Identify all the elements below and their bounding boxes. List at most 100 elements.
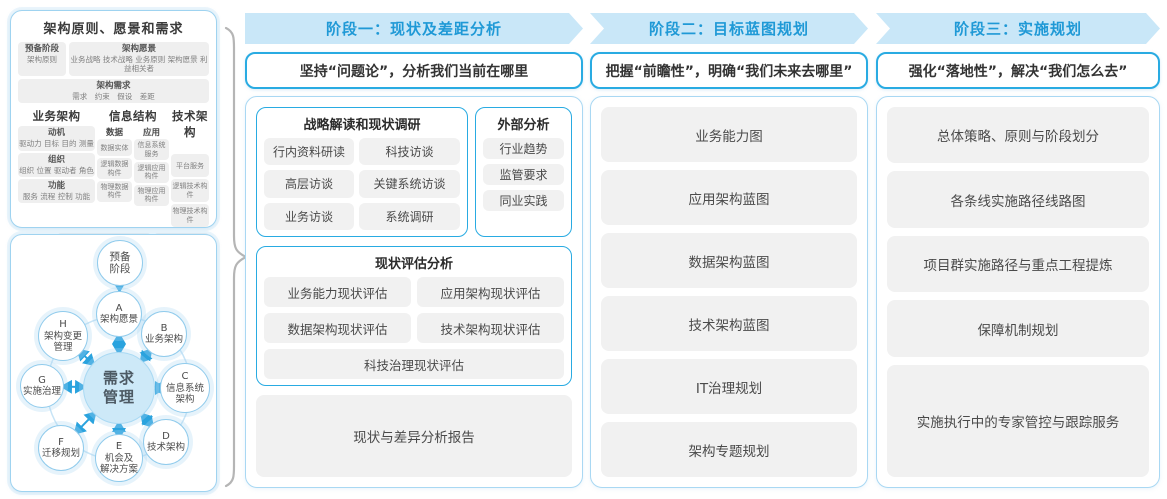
biz-function-box: 功能 服务 流程 控制 功能 (18, 179, 95, 204)
node-a-label: 架构愿景 (99, 314, 138, 326)
information-structure-title: 信息结构 (109, 109, 157, 124)
node-prep-line1: 预备 (109, 250, 131, 263)
phase-item: 业务能力图 (601, 107, 857, 162)
strategy-research-group: 战略解读和现状调研 行内资料研读 科技访谈 高层访谈 关键系统访谈 业务访谈 系… (256, 107, 468, 237)
current-assessment-group: 现状评估分析 业务能力现状评估 应用架构现状评估 数据架构现状评估 技术架构现状… (256, 246, 572, 386)
business-arch-column: 业务架构 动机 驱动力 目标 目的 测量 组织 组织 位置 驱动者 角色 功能 … (18, 107, 95, 229)
arch-row-prep-vision: 预备阶段 架构原则 架构愿景 业务战略 技术战略 业务原则 架构愿景 利益相关者 (18, 42, 209, 76)
technical-arch-column: 技术架构 平台服务 逻辑技术构件 物理技术构件 (171, 107, 209, 229)
node-d-letter: D (162, 430, 170, 442)
phase-item: 行内资料研读 (264, 138, 355, 166)
phase-item: 架构专题规划 (601, 422, 857, 477)
phase-item: 业务能力现状评估 (264, 277, 411, 307)
phase-item: 实施执行中的专家管控与跟踪服务 (887, 364, 1149, 477)
phase-item: 高层访谈 (264, 170, 355, 198)
node-b-business: B 业务架构 (141, 311, 187, 357)
data-entity-box: 数据实体 (97, 139, 132, 157)
node-a-vision: A 架构愿景 (96, 291, 142, 337)
phase2-content: 业务能力图 应用架构蓝图 数据架构蓝图 技术架构蓝图 IT治理规划 架构专题规划 (590, 96, 868, 488)
information-structure-column: 信息结构 数据 数据实体 逻辑数据构件 物理数据构件 应用 信息系统服务 逻辑应… (97, 107, 169, 229)
external-analysis-title: 外部分析 (497, 118, 550, 133)
phase-item: 保障机制规划 (887, 300, 1149, 357)
phase-item: 监管要求 (483, 164, 564, 185)
business-arch-title: 业务架构 (32, 109, 81, 124)
phase-item: 业务访谈 (264, 202, 355, 230)
technical-arch-title: 技术架构 (172, 109, 208, 140)
node-h-change: H 架构变更 管理 (38, 311, 88, 361)
node-prep-phase: 预备 阶段 (97, 240, 143, 286)
phase1-content: 战略解读和现状调研 行内资料研读 科技访谈 高层访谈 关键系统访谈 业务访谈 系… (245, 96, 583, 488)
logical-tech-box: 逻辑技术构件 (171, 179, 209, 203)
node-e-label2: 解决方案 (99, 463, 138, 475)
phase-item: 科技治理现状评估 (264, 349, 564, 379)
arch-row-requirement: 架构需求 需求 约束 假设 差距 (18, 78, 209, 104)
phase-item: 数据架构现状评估 (264, 313, 411, 343)
data-subcolumn-title: 数据 (105, 128, 123, 139)
arrow-center-f (73, 410, 97, 436)
node-a-letter: A (115, 302, 123, 314)
adm-cycle-panel: 预备 阶段 A 架构愿景 B 业务架构 C 信息系统 架构 D 技术架构 E 机… (10, 234, 217, 492)
phase3-column: 阶段三：实施规划 强化“落地性”，解决“我们怎么去” 总体策略、原则与阶段划分 … (876, 13, 1160, 488)
node-c-label1: 信息系统 (165, 382, 204, 394)
app-subcolumn: 应用 信息系统服务 逻辑应用构件 物理应用构件 (134, 126, 169, 207)
arch-requirement-title: 架构需求 (96, 80, 131, 91)
phase-item: 各条线实施路径线路图 (887, 171, 1149, 228)
phase3-header-band: 阶段三：实施规划 (876, 13, 1160, 44)
phase-item: 技术架构蓝图 (601, 296, 857, 351)
center-line1: 需求 (102, 369, 135, 388)
arch-vision-title: 架构愿景 (121, 44, 156, 54)
phase1-column: 阶段一：现状及差距分析 坚持“问题论”，分析我们当前在哪里 战略解读和现状调研 … (245, 13, 583, 488)
phase3-content: 总体策略、原则与阶段划分 各条线实施路径线路图 项目群实施路径与重点工程提炼 保… (876, 96, 1160, 488)
node-g-label: 实施治理 (22, 386, 61, 398)
biz-motivation-title: 动机 (47, 128, 65, 139)
node-g-letter: G (38, 374, 46, 386)
phase-item: IT治理规划 (601, 359, 857, 414)
node-h-label1: 架构变更 (43, 330, 82, 342)
phase-item: 数据架构蓝图 (601, 233, 857, 288)
node-c-label2: 架构 (175, 393, 195, 405)
arch-panel-title: 架构原则、愿景和需求 (43, 22, 184, 37)
phase-item: 系统调研 (359, 202, 460, 230)
node-b-label: 业务架构 (144, 334, 183, 346)
phase1-subtitle: 坚持“问题论”，分析我们当前在哪里 (245, 52, 583, 89)
phase-item: 科技访谈 (359, 138, 460, 166)
node-prep-line2: 阶段 (109, 263, 131, 275)
platform-service-box: 平台服务 (171, 154, 209, 178)
strategy-research-title: 战略解读和现状调研 (303, 118, 421, 133)
biz-function-title: 功能 (47, 181, 65, 192)
node-f-migration: F 迁移规划 (38, 425, 84, 471)
infosystem-service-box: 信息系统服务 (134, 139, 169, 160)
prep-phase-box: 预备阶段 架构原则 (18, 42, 66, 76)
prep-phase-title: 预备阶段 (24, 44, 59, 54)
node-c-infosystem: C 信息系统 架构 (160, 363, 210, 413)
arch-row-columns: 业务架构 动机 驱动力 目标 目的 测量 组织 组织 位置 驱动者 角色 功能 … (18, 107, 209, 229)
biz-function-sub: 服务 流程 控制 功能 (22, 192, 91, 202)
node-e-letter: E (115, 440, 123, 452)
current-assessment-title: 现状评估分析 (374, 257, 453, 272)
node-h-letter: H (59, 318, 67, 330)
phase2-header-band: 阶段二：目标蓝图规划 (590, 13, 868, 44)
center-line2: 管理 (102, 388, 135, 406)
phase2-subtitle: 把握“前瞻性”，明确“我们未来去哪里” (590, 52, 868, 89)
phase3-subtitle: 强化“落地性”，解决“我们怎么去” (876, 52, 1160, 89)
biz-organization-sub: 组织 位置 驱动者 角色 (19, 165, 94, 175)
biz-organization-box: 组织 组织 位置 驱动者 角色 (18, 152, 95, 178)
node-e-opportunities: E 机会及 解决方案 (95, 434, 143, 482)
node-d-label: 技术架构 (146, 442, 185, 454)
prep-phase-sub: 架构原则 (27, 55, 57, 65)
phase-item: 总体策略、原则与阶段划分 (887, 107, 1149, 164)
data-subcolumn: 数据 数据实体 逻辑数据构件 物理数据构件 (97, 126, 132, 207)
arch-principles-panel: 架构原则、愿景和需求 预备阶段 架构原则 架构愿景 业务战略 技术战略 业务原则… (10, 10, 217, 269)
arch-vision-sub: 业务战略 技术战略 业务原则 架构愿景 利益相关者 (70, 55, 208, 74)
phase-item: 应用架构现状评估 (417, 277, 564, 307)
phase-item: 项目群实施路径与重点工程提炼 (887, 235, 1149, 293)
gap-analysis-report-box: 现状与差异分析报告 (256, 395, 572, 477)
phase-item: 技术架构现状评估 (417, 313, 564, 343)
node-f-letter: F (58, 436, 64, 448)
node-c-letter: C (181, 370, 189, 382)
arch-requirement-box: 架构需求 需求 约束 假设 差距 (18, 78, 209, 104)
logical-app-box: 逻辑应用构件 (134, 162, 169, 183)
phase2-column: 阶段二：目标蓝图规划 把握“前瞻性”，明确“我们未来去哪里” 业务能力图 应用架… (590, 13, 868, 488)
node-requirements-management: 需求 管理 (83, 352, 155, 424)
arch-vision-box: 架构愿景 业务战略 技术战略 业务原则 架构愿景 利益相关者 (69, 42, 209, 76)
